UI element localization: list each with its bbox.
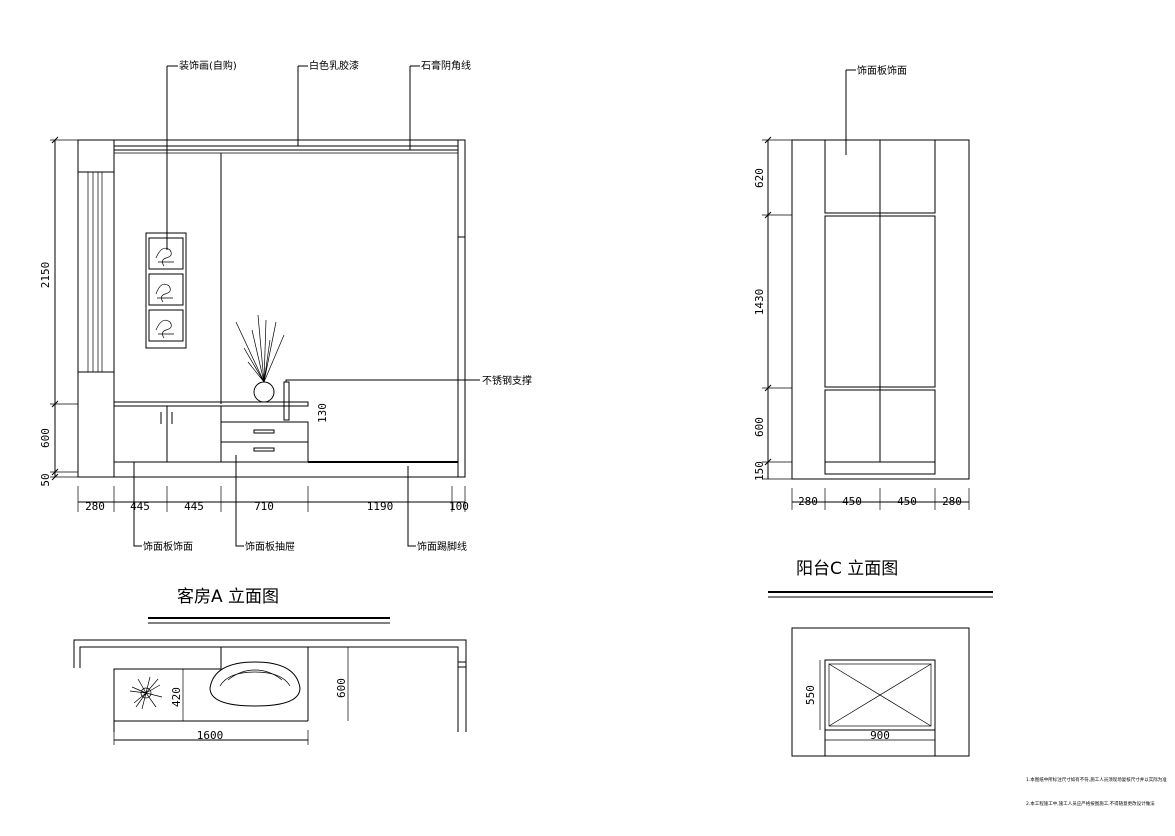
dim-plan-a-420: 420	[170, 687, 183, 707]
label-panel-finish-c: 饰面板饰面	[857, 64, 907, 77]
label-white-latex: 白色乳胶漆	[309, 59, 359, 72]
dim-c-280-2: 280	[942, 495, 962, 508]
label-stainless-support: 不锈钢支撑	[482, 374, 532, 387]
label-plaster-molding: 石膏阴角线	[421, 59, 471, 72]
dim-c-1430: 1430	[753, 289, 766, 316]
dim-plan-c-550: 550	[804, 685, 817, 705]
dim-a-100: 100	[449, 500, 469, 513]
basin-plan	[209, 661, 301, 707]
notes: 1.本图纸中所标注尺寸如有不符,施工人员须现场复核尺寸并以实际为准 2.本工程施…	[1026, 776, 1167, 807]
dim-c-150: 150	[753, 461, 766, 481]
plan-c: 900 550	[791, 627, 970, 757]
dim-a-445-2: 445	[184, 500, 204, 513]
dim-a-2150: 2150	[39, 262, 52, 289]
label-panel-finish-a: 饰面板饰面	[143, 540, 193, 553]
elevation-a: 2150 600 50 280 445 445 710 1190 100 130…	[39, 59, 532, 624]
dim-a-445-1: 445	[130, 500, 150, 513]
label-decor-painting: 装饰画(自购)	[179, 59, 237, 72]
dim-c-600: 600	[753, 417, 766, 437]
dim-c-450-2: 450	[897, 495, 917, 508]
elevation-a-frame	[77, 139, 466, 478]
dim-c-450-1: 450	[842, 495, 862, 508]
dim-a-50: 50	[39, 473, 52, 486]
elevation-c: 620 1430 600 150 280 450 450 280 饰面板饰面 阳…	[753, 64, 993, 598]
note-2: 2.本工程施工中,施工人员应严格按图施工,不得随意更改设计做法	[1026, 800, 1155, 807]
dim-plan-a-1600: 1600	[197, 729, 224, 742]
title-elevation-a: 客房A 立面图	[177, 587, 279, 607]
label-panel-skirting: 饰面踢脚线	[417, 540, 467, 553]
dim-c-620: 620	[753, 168, 766, 188]
dim-a-600: 600	[39, 428, 52, 448]
dim-c-280-1: 280	[798, 495, 818, 508]
dim-a-710: 710	[254, 500, 274, 513]
dim-a-1190: 1190	[367, 500, 394, 513]
plant-plan	[129, 676, 163, 710]
note-1: 1.本图纸中所标注尺寸如有不符,施工人员须现场复核尺寸并以实际为准	[1026, 776, 1167, 783]
decor-paintings	[145, 232, 187, 349]
dim-plan-a-600: 600	[335, 678, 348, 698]
title-elevation-c: 阳台C 立面图	[796, 559, 898, 579]
label-panel-drawer: 饰面板抽屉	[245, 540, 295, 553]
plan-a: 1600 420 600	[73, 639, 467, 745]
dim-a-280: 280	[85, 500, 105, 513]
dim-a-130: 130	[316, 403, 329, 423]
plant-vase	[235, 314, 285, 403]
dim-plan-c-900: 900	[870, 729, 890, 742]
